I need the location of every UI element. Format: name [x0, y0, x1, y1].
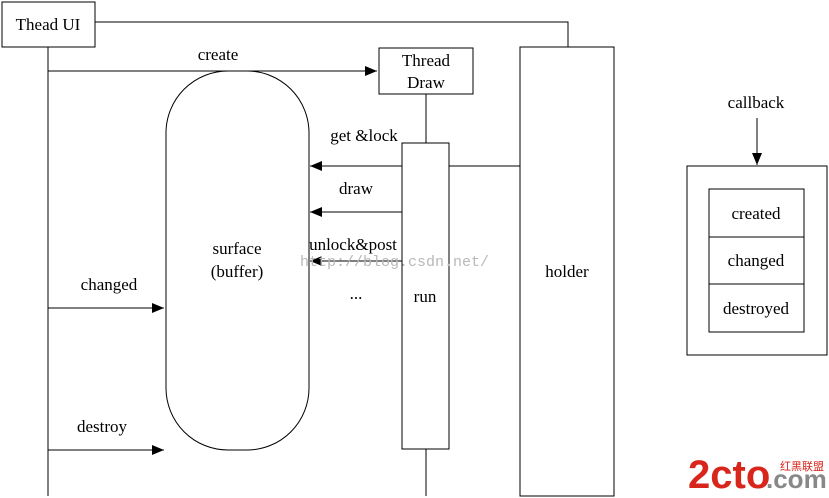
logo-cn-text: 红黑联盟	[780, 460, 824, 473]
logo-main-text: 2cto	[688, 453, 770, 497]
callback-item-created: created	[731, 204, 781, 223]
ui-holder-connector	[95, 21, 569, 47]
run-label: run	[414, 287, 437, 306]
changed-label: changed	[81, 275, 138, 294]
callback-item-changed: changed	[728, 251, 785, 270]
thread-draw-node: Thread Draw	[378, 47, 474, 95]
watermark-logo: 2cto .com 红黑联盟	[688, 453, 827, 497]
thread-ui-label: Thead UI	[16, 15, 81, 34]
destroy-label: destroy	[77, 417, 128, 436]
callback-item-destroyed: destroyed	[723, 299, 790, 318]
surface-label-line2: (buffer)	[211, 262, 264, 281]
watermark-url: http://blog.csdn.net/	[300, 254, 489, 271]
logo-dot-text: .com	[766, 464, 827, 494]
callback-title: callback	[728, 93, 785, 112]
thread-draw-label-line2: Draw	[407, 73, 445, 92]
unlock-post-label: unlock&post	[309, 235, 397, 254]
ellipsis-label: ...	[350, 284, 363, 303]
get-lock-label: get &lock	[330, 126, 398, 145]
holder-node: holder	[519, 46, 615, 497]
callback-panel: callback created changed destroyed	[686, 93, 828, 356]
surface-label-line1: surface	[212, 239, 261, 258]
create-label: create	[198, 45, 239, 64]
callback-inner-box	[708, 188, 805, 333]
run-node: run	[401, 142, 450, 450]
thread-draw-label-line1: Thread	[402, 51, 451, 70]
thread-ui-node: Thead UI	[1, 1, 96, 48]
holder-label: holder	[545, 262, 589, 281]
draw-label: draw	[339, 179, 374, 198]
surface-buffer-node: surface (buffer)	[165, 70, 310, 451]
